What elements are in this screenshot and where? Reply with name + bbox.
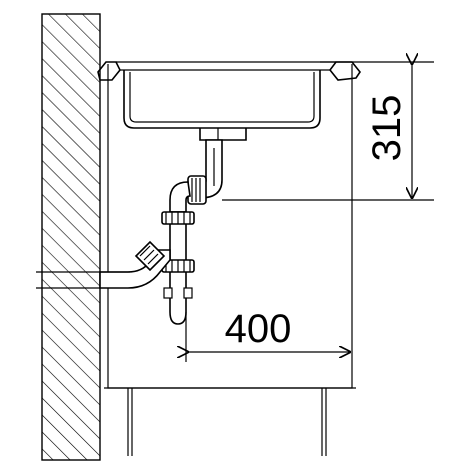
height-dimension: 315 xyxy=(222,62,434,201)
sink xyxy=(97,61,361,141)
cabinet xyxy=(104,64,356,456)
height-dimension-label: 315 xyxy=(365,95,409,162)
siphon-pipe xyxy=(36,139,223,325)
width-dimension: 400 xyxy=(186,307,350,362)
wall xyxy=(41,13,101,461)
width-dimension-label: 400 xyxy=(225,307,292,351)
